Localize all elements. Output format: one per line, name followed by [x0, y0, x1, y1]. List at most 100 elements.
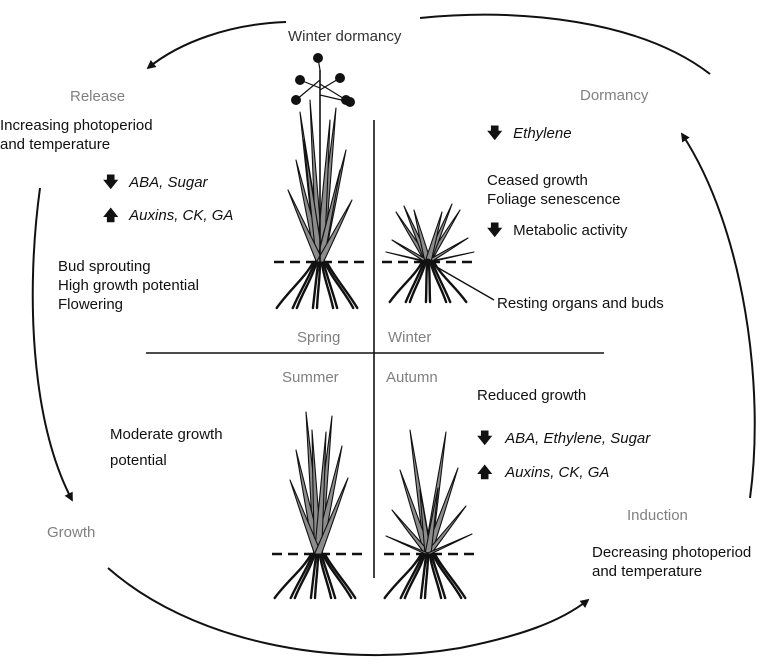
root	[320, 552, 337, 600]
release-hormones-decrease: 🡇 ABA, Sugar	[103, 173, 208, 192]
root	[399, 552, 425, 600]
leaf-blade	[289, 479, 323, 555]
arrow-up-icon: 🡅	[103, 207, 119, 224]
root	[273, 552, 313, 600]
leaf-blade	[313, 477, 349, 555]
panicle-branch	[319, 94, 351, 103]
cycle-arrow-release-to-growth	[31, 187, 73, 502]
root	[403, 552, 426, 600]
arrow-up-icon: 🡅	[477, 464, 493, 481]
panicle-branch	[319, 83, 347, 101]
root	[431, 552, 463, 600]
season-label-spring: Spring	[297, 329, 341, 346]
root	[424, 260, 429, 304]
leaf-blade	[385, 251, 432, 263]
release-increase-text: Auxins, CK, GA	[129, 207, 234, 224]
root	[275, 260, 315, 310]
induction-increase-text: Auxins, CK, GA	[505, 464, 610, 481]
root	[323, 552, 357, 600]
dormancy-effect-line-2: Foliage senescence	[487, 191, 621, 208]
leaf-blade	[315, 199, 353, 263]
resting-bud	[424, 258, 432, 266]
root	[428, 552, 443, 600]
dormant-grass-tuft-illustration	[385, 203, 475, 304]
arrow-down-icon: 🡇	[477, 430, 493, 447]
release-trigger-line-2: and temperature	[0, 136, 111, 153]
dormancy-metabolic-decrease: 🡇 Metabolic activity	[487, 221, 627, 240]
root	[323, 260, 355, 310]
root	[423, 552, 430, 600]
flowering-grass-plant-illustration	[275, 53, 359, 310]
root	[309, 552, 318, 600]
dormancy-effect-line-1: Ceased growth	[487, 172, 588, 189]
leaf-blade	[424, 251, 475, 263]
panicle-branch	[295, 79, 321, 101]
arrow-down-icon: 🡇	[103, 174, 119, 191]
leaf-blade	[424, 505, 467, 555]
spikelet-cluster	[295, 75, 305, 85]
release-hormones-increase: 🡅 Auxins, CK, GA	[103, 206, 233, 225]
root	[291, 260, 317, 310]
root	[404, 260, 425, 304]
season-label-summer: Summer	[282, 369, 339, 386]
leaf-blade	[385, 535, 432, 555]
cycle-arrow-induction-to-dormancy	[681, 132, 756, 499]
root	[320, 260, 335, 310]
leaf-blade	[424, 211, 443, 263]
spikelet-cluster	[345, 97, 355, 107]
induction-hormones-decrease: 🡇 ABA, Ethylene, Sugar	[477, 429, 650, 448]
spikelet-cluster	[335, 73, 345, 83]
phase-label-release: Release	[70, 88, 126, 105]
root	[433, 552, 467, 600]
release-effect-line-3: Flowering	[58, 296, 124, 313]
induction-effect: Reduced growth	[477, 387, 587, 404]
phase-label-dormancy: Dormancy	[580, 87, 649, 104]
summer-effect-line-1: Moderate growth	[110, 426, 223, 443]
induction-trigger-line-1: Decreasing photoperiod	[592, 544, 752, 561]
season-label-winter: Winter	[388, 329, 432, 346]
leaf-blade	[303, 139, 325, 263]
root	[429, 260, 448, 304]
root	[295, 260, 318, 310]
induction-hormones-increase: 🡅 Auxins, CK, GA	[477, 463, 609, 482]
root	[431, 260, 452, 304]
root	[322, 260, 339, 310]
dormancy-metabolic-text: Metabolic activity	[513, 222, 628, 239]
winter-dormancy-title: Winter dormancy	[288, 28, 402, 45]
root	[315, 260, 322, 310]
arrow-down-icon: 🡇	[487, 125, 503, 142]
leaf-blade	[424, 237, 469, 263]
leaf-blade	[424, 487, 439, 555]
cycle-arrow-top-right-segment	[419, 13, 711, 75]
root	[408, 260, 427, 304]
season-label-autumn: Autumn	[386, 369, 438, 386]
leaf-blade	[287, 189, 325, 263]
root	[432, 260, 468, 304]
root	[430, 552, 447, 600]
induction-decrease-text: ABA, Ethylene, Sugar	[505, 430, 651, 447]
release-trigger-line-1: Increasing photoperiod	[0, 117, 153, 134]
arrow-down-icon: 🡇	[487, 222, 503, 239]
summer-effect-line-2: potential	[110, 452, 167, 469]
leaf-blade	[424, 533, 473, 555]
root	[325, 260, 359, 310]
cycle-arrow-growth-to-induction	[107, 567, 590, 657]
dormancy-hormone-decrease: 🡇 Ethylene	[487, 124, 572, 143]
resting-organs-callout: Resting organs and buds	[497, 295, 664, 312]
summer-grass-plant-illustration	[273, 411, 357, 600]
root	[321, 552, 353, 600]
autumn-grass-tuft-illustration	[383, 429, 473, 600]
leaf-blade	[313, 431, 327, 555]
phase-label-growth: Growth	[47, 524, 96, 541]
spikelet-cluster	[291, 95, 301, 105]
root	[427, 260, 432, 304]
release-decrease-text: ABA, Sugar	[129, 174, 208, 191]
phase-label-induction: Induction	[627, 507, 688, 524]
root	[313, 552, 320, 600]
induction-trigger-line-2: and temperature	[592, 563, 703, 580]
root	[419, 552, 428, 600]
dormancy-decrease-text: Ethylene	[513, 125, 572, 142]
release-effect-line-2: High growth potential	[58, 277, 199, 294]
